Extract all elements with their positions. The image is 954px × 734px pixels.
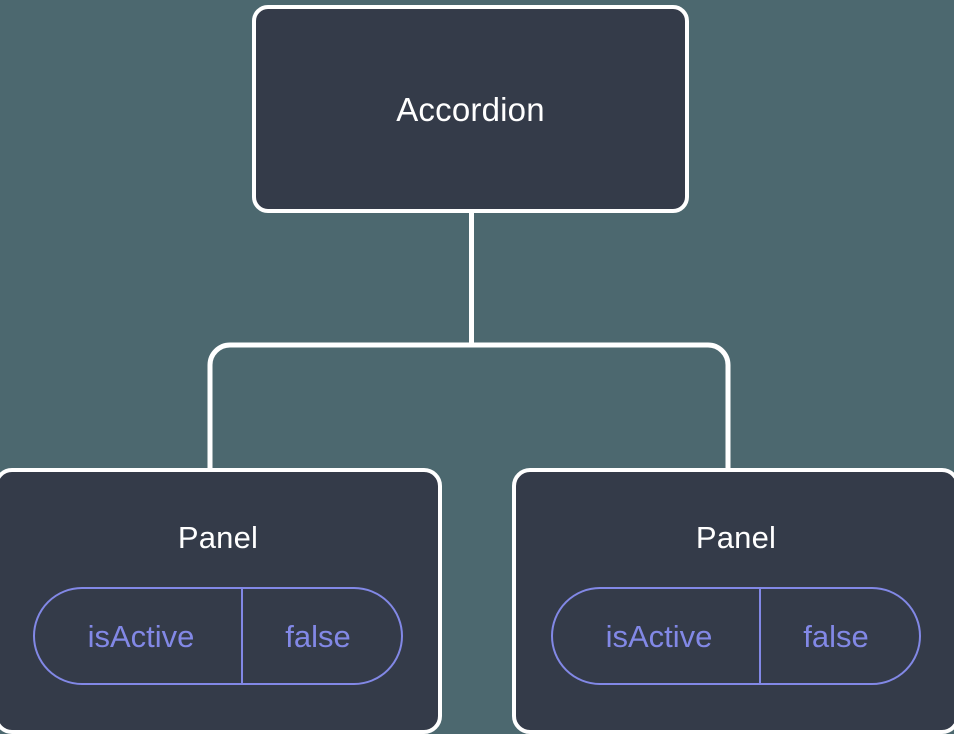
node-panel-right-title: Panel [695, 520, 777, 555]
state-pill-panel-right[interactable]: isActive false [551, 587, 921, 685]
state-pill-panel-left[interactable]: isActive false [33, 587, 403, 685]
state-key-label: isActive [553, 589, 761, 683]
node-panel-left-title: Panel [177, 520, 259, 555]
state-value-label: false [803, 618, 869, 654]
edge-to-panel-left [207, 342, 472, 470]
state-value-label: false [285, 618, 351, 654]
node-accordion-title: Accordion [396, 90, 545, 128]
node-accordion[interactable]: Accordion [252, 5, 689, 213]
edge-to-panel-right [471, 342, 731, 470]
state-key-label: isActive [35, 589, 243, 683]
node-panel-right[interactable]: Panel isActive false [512, 468, 954, 734]
node-panel-left[interactable]: Panel isActive false [0, 468, 442, 734]
